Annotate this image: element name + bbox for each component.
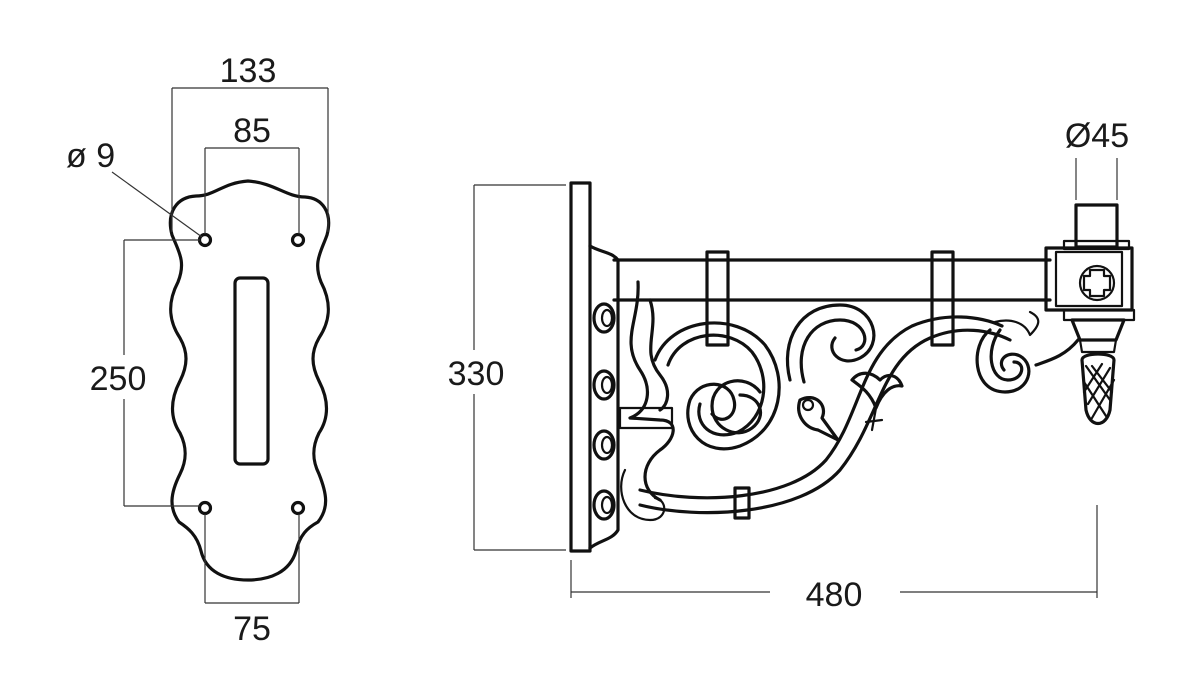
- arm-clamp: [930, 250, 955, 347]
- wall-plate-view: 133 85 ø 9 250 75: [66, 52, 331, 648]
- wall-plate-outline: [168, 179, 331, 582]
- bracket-side-view: 330 480 Ø45: [438, 117, 1136, 614]
- dim-bracket-length: 480: [806, 576, 863, 614]
- leaf-ornament: [850, 371, 904, 410]
- plate-bolts: [592, 302, 616, 521]
- dim-hole-spacing-top: 85: [233, 112, 271, 150]
- plate-slot: [233, 276, 270, 466]
- leaf-ornament: [797, 396, 840, 442]
- bracket-flange: [588, 244, 620, 550]
- mounting-hole: [290, 232, 306, 248]
- scroll-right: [975, 328, 1031, 394]
- dim-bracket-height: 330: [448, 355, 505, 393]
- bracket-back-plate: [569, 181, 592, 553]
- top-tube: [1074, 203, 1119, 249]
- cross-emblem-icon: [1078, 264, 1116, 302]
- finial-lattice: [1082, 362, 1116, 420]
- scroll-middle: [785, 303, 876, 382]
- mounting-hole: [197, 500, 213, 516]
- mounting-hole: [290, 500, 306, 516]
- bracket-arm: [612, 258, 1052, 302]
- dim-tube-diameter: Ø45: [1065, 117, 1129, 155]
- finial-stem: [1070, 318, 1126, 342]
- end-fitting-block: [1044, 246, 1134, 312]
- left-ornament: [628, 280, 675, 502]
- arm-clamp: [705, 250, 730, 347]
- finial-cone: [1080, 352, 1116, 426]
- scroll-spiral: [710, 379, 763, 435]
- bracket-main-curve: [638, 328, 1012, 515]
- dim-hole-spacing-bottom: 75: [233, 610, 271, 648]
- scroll-left: [653, 321, 781, 451]
- dim-hole-spacing-vertical: 250: [90, 360, 147, 398]
- dim-hole-diameter: ø 9: [66, 137, 115, 175]
- dim-plate-width: 133: [220, 52, 277, 90]
